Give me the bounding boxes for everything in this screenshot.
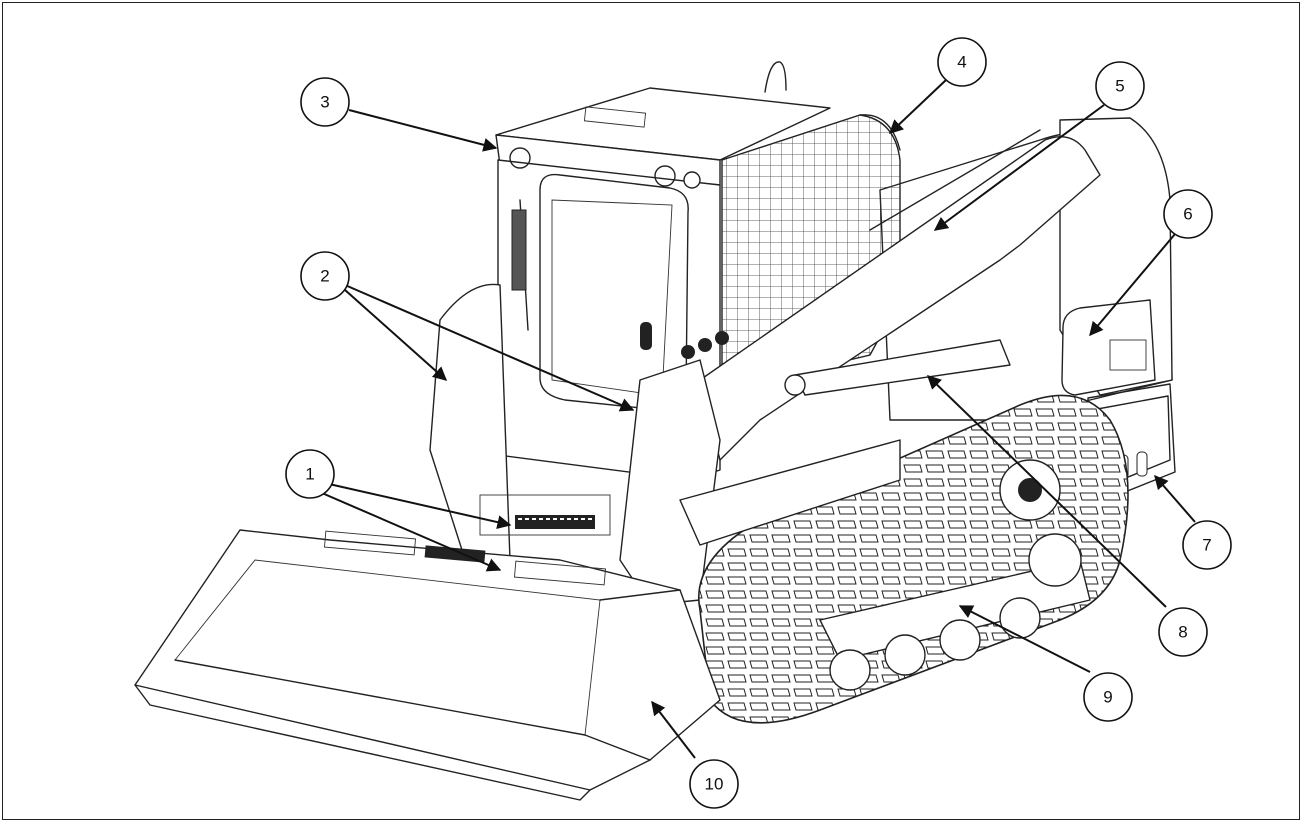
leader-6	[1089, 233, 1176, 337]
leader-7	[1154, 474, 1196, 523]
callout-3: 3	[300, 77, 350, 127]
callout-10: 10	[689, 759, 739, 809]
callout-5-label: 5	[1115, 77, 1124, 96]
leader-lines	[314, 79, 1196, 759]
callout-6: 6	[1163, 189, 1213, 239]
leader-4	[888, 79, 947, 134]
callout-4-label: 4	[957, 53, 966, 72]
access-panel	[1061, 299, 1156, 396]
exhaust-stack	[764, 61, 787, 93]
callout-10-label: 10	[705, 775, 724, 794]
callout-3-label: 3	[320, 93, 329, 112]
lift-arms	[429, 129, 1101, 606]
callout-6-label: 6	[1183, 205, 1192, 224]
leader-10	[651, 700, 696, 759]
callout-8: 8	[1158, 607, 1208, 657]
callout-5: 5	[1095, 61, 1145, 111]
leader-5	[933, 104, 1105, 231]
callout-9-label: 9	[1103, 688, 1112, 707]
callout-2-label: 2	[320, 267, 329, 286]
callout-7-label: 7	[1202, 536, 1211, 555]
callout-1-label: 1	[305, 465, 314, 484]
callout-9: 9	[1083, 672, 1133, 722]
callout-7: 7	[1182, 520, 1232, 570]
step-plates	[479, 494, 611, 536]
callout-4: 4	[937, 37, 987, 87]
leader-2b	[344, 284, 635, 412]
leader-1b	[314, 489, 502, 572]
leader-1a	[328, 483, 512, 530]
callout-2: 2	[300, 251, 350, 301]
callout-1: 1	[285, 449, 335, 499]
leader-3	[348, 109, 498, 152]
leader-8	[926, 375, 1167, 608]
leader-2a	[344, 289, 448, 381]
bucket	[134, 529, 721, 801]
callout-8-label: 8	[1178, 623, 1187, 642]
track-assembly	[679, 394, 1129, 724]
leader-9	[958, 605, 1091, 673]
